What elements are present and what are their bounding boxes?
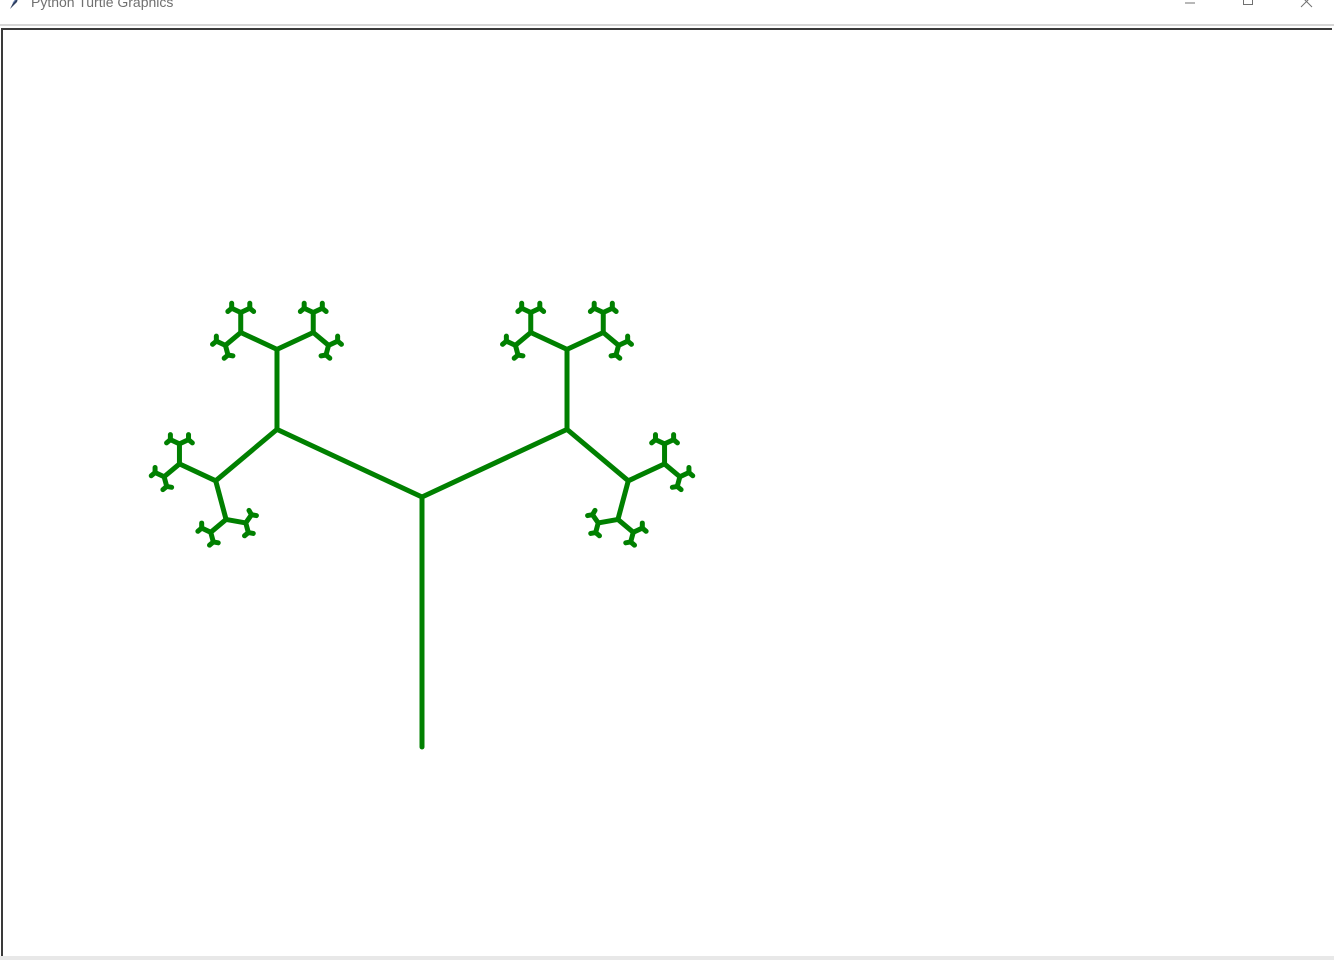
- minimize-icon: [1185, 2, 1195, 4]
- tree-branch: [590, 507, 598, 518]
- tree-branch: [247, 305, 257, 314]
- tree-branch: [588, 530, 599, 536]
- tree-branch: [615, 516, 636, 535]
- tree-branch: [609, 305, 619, 314]
- tree-branch: [318, 352, 329, 359]
- tree-branch: [625, 338, 634, 347]
- tree-branch: [274, 426, 425, 500]
- tree-branch: [537, 305, 547, 314]
- fractal-tree-drawing: [148, 300, 696, 750]
- minimize-button[interactable]: [1167, 0, 1213, 14]
- tree-branch: [238, 329, 280, 352]
- window-bottom-edge: [0, 956, 1334, 960]
- maximize-button[interactable]: [1225, 0, 1271, 14]
- tree-branch: [176, 461, 219, 484]
- tree-branch: [161, 461, 182, 480]
- tree-branch: [564, 426, 631, 484]
- tree-branch: [419, 426, 570, 500]
- tree-branch: [223, 516, 249, 526]
- tree-branch: [186, 437, 195, 446]
- tree-branch: [274, 329, 316, 352]
- tree-branch: [213, 478, 229, 522]
- tree-branch: [528, 329, 570, 352]
- tree-branch: [595, 516, 621, 526]
- tree-branch: [600, 329, 622, 348]
- tree-branch: [319, 305, 329, 314]
- tree-branch: [335, 338, 344, 347]
- tree-branch: [608, 352, 619, 359]
- tree-branch: [512, 329, 534, 348]
- tree-branch: [623, 539, 634, 546]
- window-title: Python Turtle Graphics: [31, 0, 174, 10]
- tree-branch: [222, 329, 244, 348]
- tree-branch: [248, 512, 259, 519]
- close-button[interactable]: [1284, 0, 1330, 14]
- maximize-icon: [1243, 0, 1253, 5]
- tree-branch: [662, 461, 683, 480]
- tree-branch: [686, 470, 696, 479]
- tree-branch: [160, 483, 170, 493]
- tree-branch: [669, 483, 680, 490]
- tree-branch: [242, 530, 251, 539]
- tree-branch: [511, 352, 521, 361]
- tree-branch: [213, 426, 280, 484]
- tree-branch: [208, 516, 229, 535]
- tree-branch: [207, 539, 216, 548]
- feather-icon: [8, 0, 22, 10]
- tree-branch: [310, 329, 332, 348]
- tree-branch: [564, 329, 606, 352]
- tree-branch: [671, 437, 680, 446]
- title-bar[interactable]: Python Turtle Graphics: [0, 0, 1334, 24]
- tree-branch: [615, 478, 631, 522]
- tree-branch: [625, 461, 668, 484]
- tree-branch: [221, 352, 231, 361]
- close-icon: [1300, 0, 1313, 8]
- tree-branch: [639, 525, 649, 534]
- drawing-canvas[interactable]: [1, 28, 1332, 956]
- canvas-area: [0, 24, 1334, 958]
